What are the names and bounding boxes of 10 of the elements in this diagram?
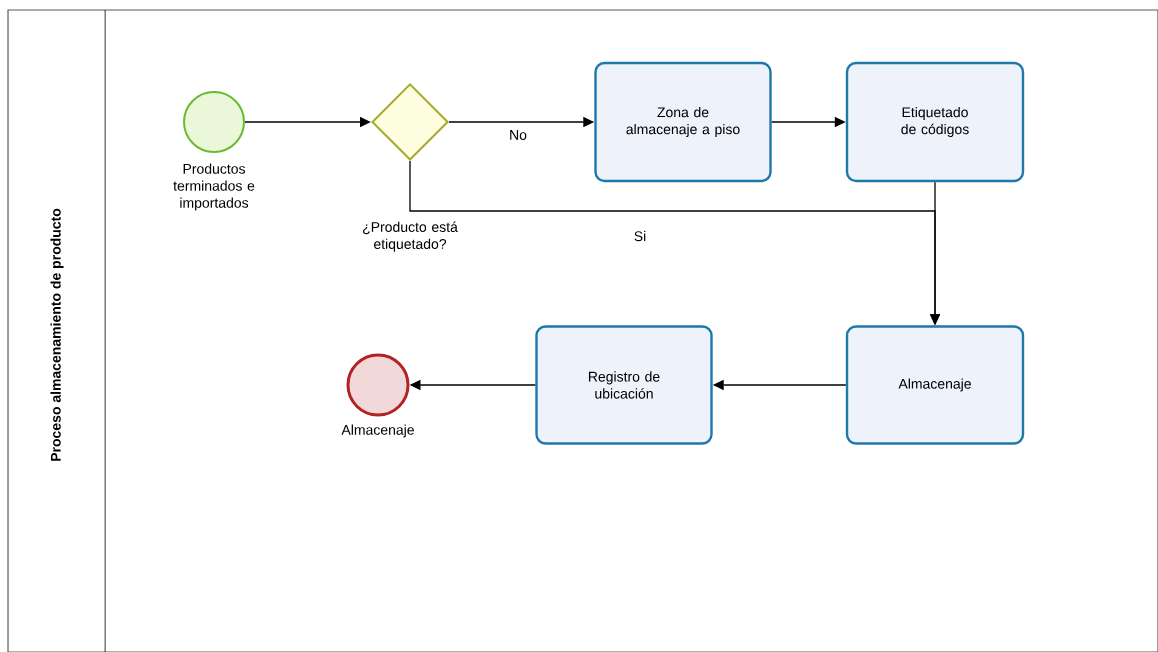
task-box: Etiquetado de códigos — [845, 61, 1025, 183]
task-box: Zona de almacenaje a piso — [594, 61, 772, 183]
event-label: ¿Producto está etiquetado? — [363, 221, 458, 252]
task-box: Registro de ubicación — [535, 325, 713, 445]
edge-label: No — [508, 129, 528, 141]
event-label: Productos terminados e importados — [173, 163, 255, 211]
event-label: Almacenaje — [341, 424, 414, 438]
lane-heading: Proceso almacenamiento de producto — [50, 208, 64, 461]
edge-label: Si — [632, 229, 648, 243]
task-box: Almacenaje — [845, 325, 1025, 445]
